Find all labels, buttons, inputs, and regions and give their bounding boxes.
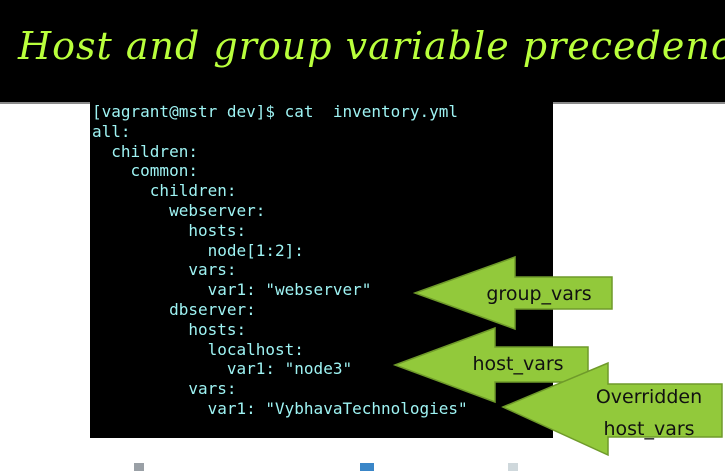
group-vars-label: group_vars	[486, 283, 592, 305]
footer-mark-light	[508, 463, 518, 471]
terminal-line-group-var: var1: "webserver"	[92, 280, 372, 300]
overridden-label-line2: host_vars	[603, 418, 695, 440]
terminal-line: children:	[92, 181, 237, 201]
terminal-line-host-var: var1: "node3"	[92, 359, 353, 379]
title-bar: Host and group variable precedence	[0, 0, 725, 102]
terminal-line: hosts:	[92, 319, 247, 339]
terminal-line: vars:	[92, 260, 237, 280]
overridden-label-line1: Overridden	[595, 386, 703, 408]
terminal-line: all:	[92, 121, 131, 141]
terminal-line: vars:	[92, 379, 237, 399]
terminal-line: node[1:2]:	[92, 240, 304, 260]
terminal-line: dbserver:	[92, 299, 256, 319]
terminal-line: common:	[92, 161, 198, 181]
terminal-line: localhost:	[92, 339, 304, 359]
terminal-line: webserver:	[92, 200, 266, 220]
footer-mark-gray	[134, 463, 144, 471]
terminal-line: hosts:	[92, 220, 247, 240]
footer-mark-blue	[360, 463, 374, 471]
slide-title: Host and group variable precedence	[18, 24, 725, 68]
terminal-line-overridden-var: var1: "VybhavaTechnologies"	[92, 398, 468, 418]
terminal-line: children:	[92, 141, 198, 161]
host-vars-label: host_vars	[472, 353, 564, 375]
terminal-line-command: [vagrant@mstr dev]$ cat inventory.yml	[92, 102, 459, 121]
